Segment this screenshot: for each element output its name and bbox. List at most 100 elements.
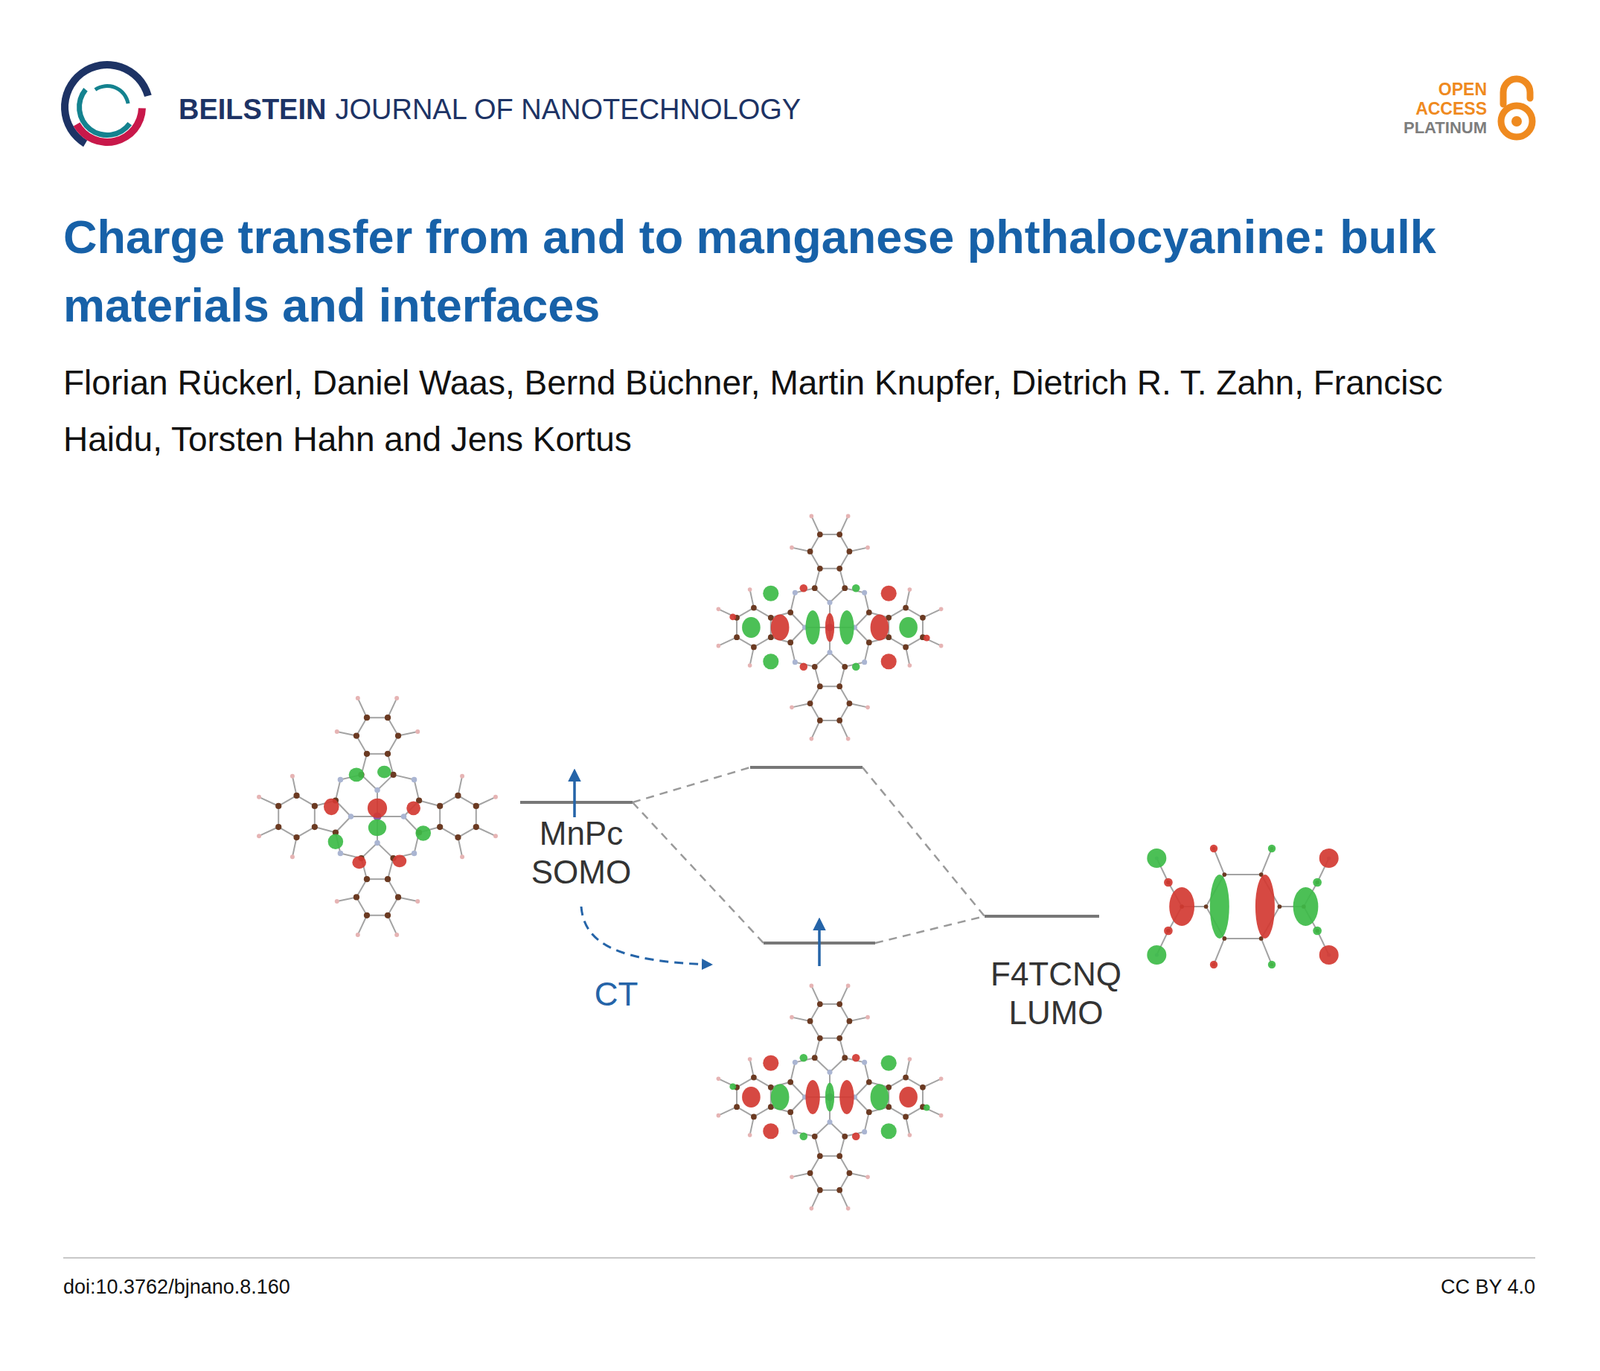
bond xyxy=(475,805,478,827)
orbital-lobe xyxy=(1268,960,1276,969)
orbital-lobe xyxy=(729,1083,736,1091)
orbital-lobes xyxy=(729,584,930,671)
atom xyxy=(384,750,391,757)
orbital-lobe xyxy=(1312,926,1322,936)
orbital-lobe xyxy=(852,584,861,593)
bond xyxy=(839,1003,850,1022)
atom xyxy=(907,1132,913,1138)
bond xyxy=(387,736,399,754)
orbital-lobe xyxy=(349,768,365,783)
correlation-line xyxy=(875,916,985,943)
bond xyxy=(790,612,805,628)
bond xyxy=(839,1172,850,1190)
orbital-lobe xyxy=(805,1079,820,1115)
bond xyxy=(888,637,906,647)
lock-dot xyxy=(1511,116,1522,127)
atom xyxy=(401,813,407,819)
bond xyxy=(820,567,840,570)
title-block: Charge transfer from and to manganese ph… xyxy=(63,202,1440,340)
journal-name: BEILSTEIN xyxy=(178,92,326,127)
atom xyxy=(454,834,461,841)
atom xyxy=(256,794,262,800)
bond xyxy=(854,1082,869,1097)
bonds xyxy=(258,698,496,935)
energy-level-label: F4TCNQ LUMO xyxy=(981,954,1131,1033)
orbital-lobe xyxy=(852,1053,861,1062)
atom xyxy=(789,1175,795,1180)
molecule xyxy=(256,695,498,937)
spin-arrow xyxy=(573,770,576,818)
energy-level xyxy=(984,914,1100,918)
molecule xyxy=(716,514,944,742)
bond xyxy=(839,666,845,687)
bond xyxy=(1261,848,1272,875)
energy-level xyxy=(520,800,633,804)
atom xyxy=(865,1175,870,1180)
bond xyxy=(476,797,496,806)
bond xyxy=(736,1087,738,1107)
bond xyxy=(905,637,923,647)
bond xyxy=(366,716,388,719)
atom xyxy=(811,1054,818,1061)
bond xyxy=(864,1061,870,1082)
orbital-lobe xyxy=(923,1104,931,1112)
atom xyxy=(384,875,391,882)
orbital-lobe xyxy=(392,854,408,867)
bond xyxy=(439,826,458,838)
charge-transfer-arrow xyxy=(581,906,711,965)
atom xyxy=(817,717,824,724)
orbital-lobe xyxy=(328,833,344,850)
bond xyxy=(829,651,845,667)
author-list: Florian Rückerl, Daniel Waas, Bernd Büch… xyxy=(63,354,1500,468)
bond xyxy=(718,1106,737,1115)
open-access-icon xyxy=(1501,78,1533,137)
atom xyxy=(747,663,753,668)
orbital-lobe xyxy=(1319,848,1339,868)
bond xyxy=(839,703,850,721)
label-wrap: CT xyxy=(594,974,639,1014)
bond xyxy=(922,1078,942,1087)
orbital-lobe xyxy=(839,1079,854,1115)
bond xyxy=(854,1096,869,1112)
logo-arc xyxy=(61,61,152,147)
bond xyxy=(810,1003,821,1022)
atom xyxy=(459,854,465,859)
footer-rule xyxy=(63,1256,1536,1259)
label-wrap: PLATINUM xyxy=(1403,118,1487,138)
bond xyxy=(820,685,840,687)
atom xyxy=(411,850,417,856)
atoms xyxy=(716,983,944,1211)
atom xyxy=(817,531,824,538)
orbital-lobe xyxy=(881,1122,897,1139)
access-badge: PLATINUM xyxy=(1403,118,1487,138)
atom xyxy=(415,898,420,904)
atom xyxy=(939,1076,944,1082)
atom xyxy=(846,983,851,989)
bond xyxy=(814,1121,830,1136)
bond xyxy=(814,568,821,588)
atom xyxy=(826,1069,832,1075)
bond xyxy=(820,533,840,536)
atom xyxy=(363,912,370,919)
atom xyxy=(939,607,944,612)
bond xyxy=(854,627,869,643)
atom xyxy=(846,736,851,742)
atom xyxy=(865,705,870,710)
atom xyxy=(348,813,354,819)
orbital-lobes xyxy=(1146,844,1339,969)
bond xyxy=(839,686,850,704)
bond xyxy=(736,617,738,638)
atom xyxy=(792,1128,798,1135)
atom xyxy=(747,1056,753,1062)
orbital-name: F4TCNQ LUMO xyxy=(981,954,1131,1033)
orbital-lobe xyxy=(1293,887,1319,926)
bond xyxy=(387,858,393,879)
atom xyxy=(355,695,361,701)
bond xyxy=(811,1189,820,1209)
atom xyxy=(787,639,794,646)
bond xyxy=(418,800,440,806)
atom xyxy=(841,1054,848,1061)
bonds xyxy=(1156,848,1329,965)
energy-level-label: MnPc SOMO xyxy=(517,814,645,892)
